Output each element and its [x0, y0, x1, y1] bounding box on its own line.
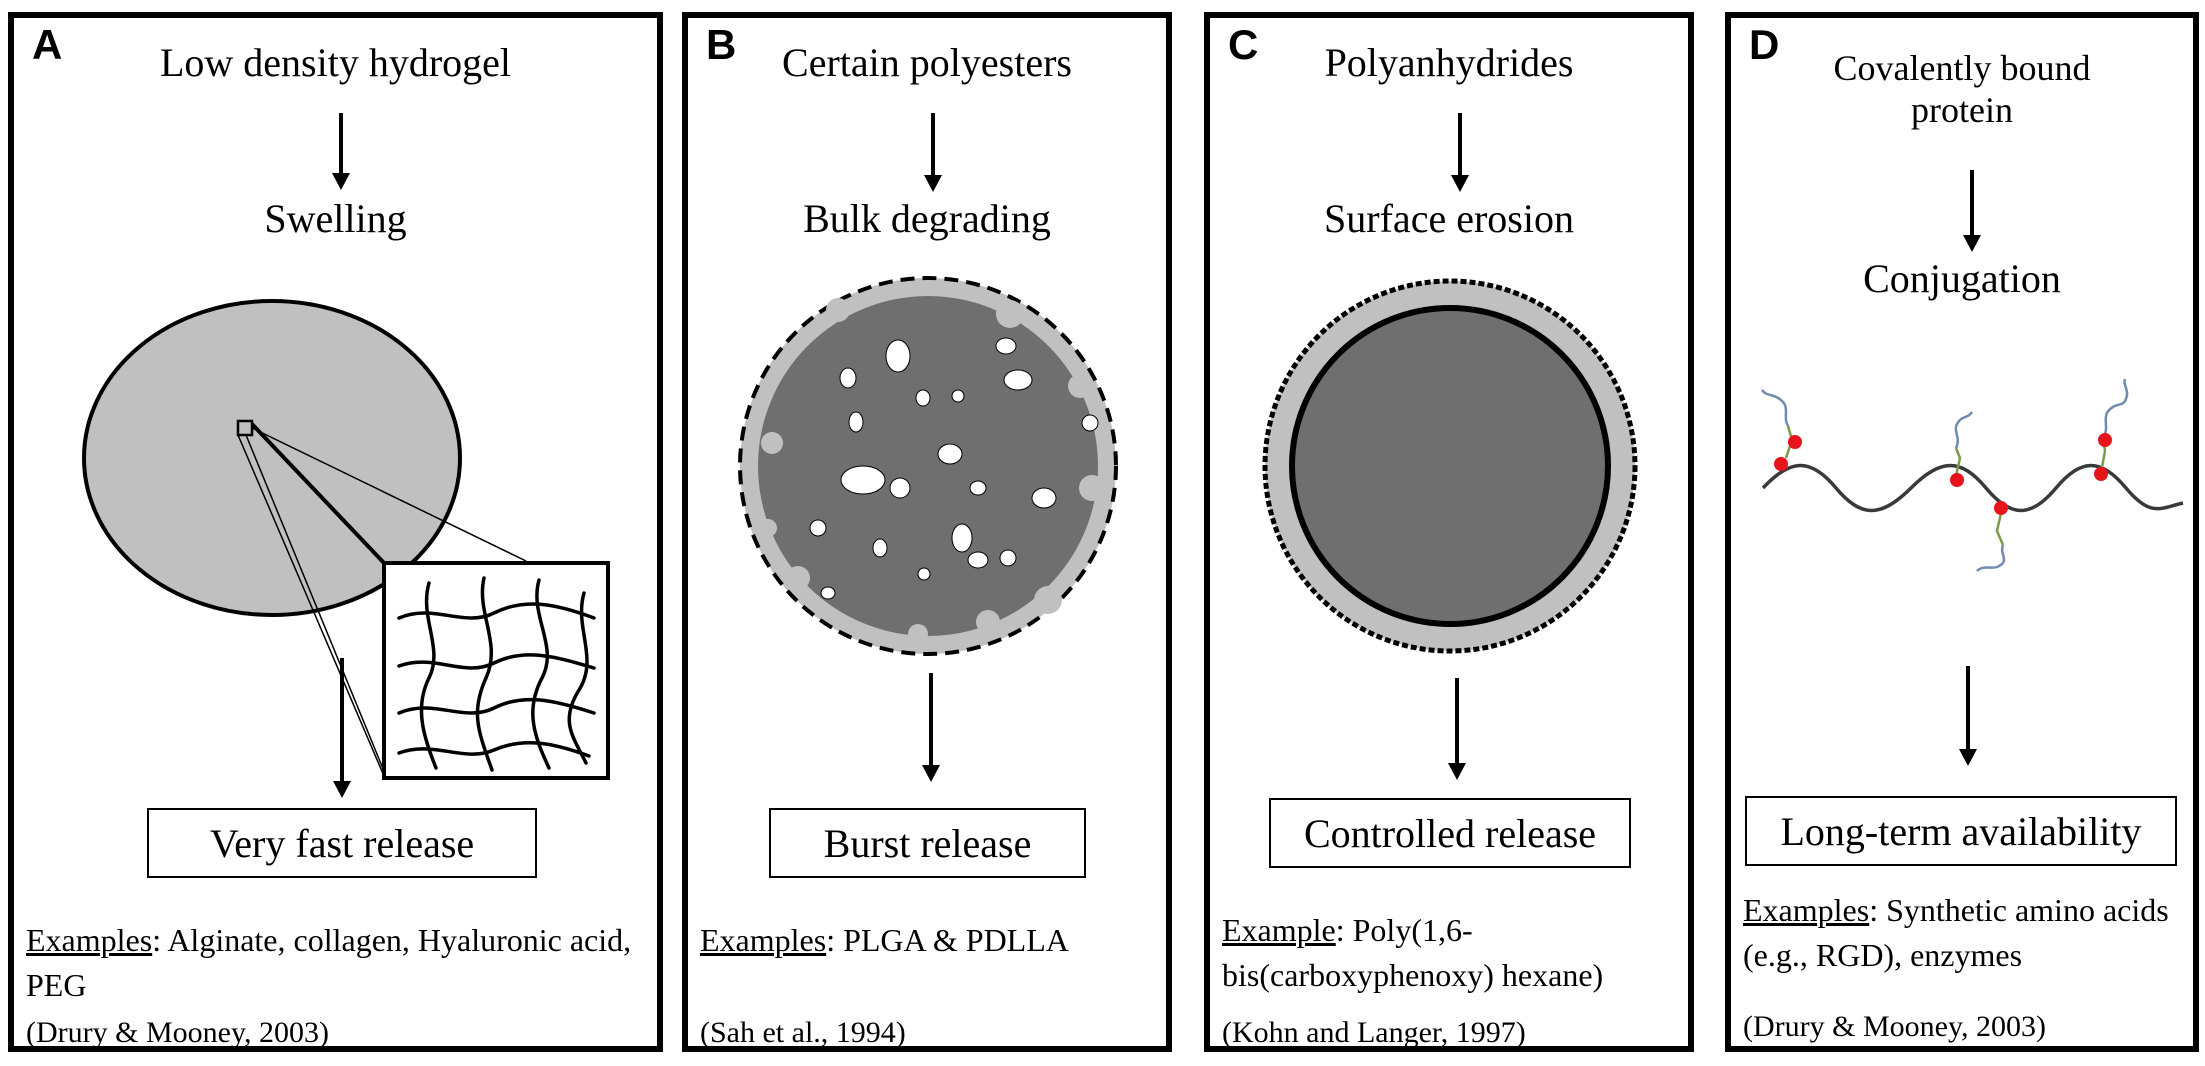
reference-a: (Drury & Mooney, 2003)	[26, 1016, 330, 1049]
panel-d-title-line1: Covalently bound	[1833, 48, 2091, 88]
panel-letter-d: D	[1749, 21, 1780, 68]
examples-label-d: Examples	[1743, 892, 1870, 928]
panel-a-step: Swelling	[264, 196, 407, 241]
hydrogel-sphere-diagram	[82, 299, 527, 777]
panel-c: C Polyanhydrides Surface erosion Control…	[1204, 12, 1694, 1052]
arrow-down-icon	[332, 113, 350, 190]
panel-b: B Certain polyesters Bulk degrading	[682, 12, 1172, 1052]
arrow-down-icon	[924, 113, 942, 192]
examples-label-a: Examples	[26, 922, 153, 958]
panel-letter-c: C	[1228, 21, 1259, 68]
arrow-down-icon	[333, 658, 351, 798]
panel-letter-a: A	[32, 21, 63, 68]
examples-label-c: Example	[1222, 912, 1336, 948]
panel-d: D Covalently bound protein Conjugation	[1725, 12, 2199, 1052]
panel-d-step: Conjugation	[1863, 256, 2061, 301]
panel-b-title: Certain polyesters	[782, 40, 1072, 85]
reference-d: (Drury & Mooney, 2003)	[1743, 1010, 2047, 1043]
panel-c-step: Surface erosion	[1324, 196, 1574, 241]
bulk-degrading-sphere-diagram	[738, 276, 1118, 656]
panel-letter-b: B	[706, 21, 737, 68]
examples-text-b: Examples: PLGA & PDLLA	[700, 918, 1154, 963]
examples-text-a: Examples: Alginate, collagen, Hyaluronic…	[26, 918, 645, 1008]
panel-d-title-line2: protein	[1911, 90, 2013, 130]
polymer-network-inset	[382, 561, 610, 780]
examples-list-c: : Poly(1,6-bis(carboxyphenoxy) hexane)	[1222, 912, 1604, 993]
panel-b-step: Bulk degrading	[803, 196, 1051, 241]
examples-list-b: : PLGA & PDLLA	[826, 922, 1069, 958]
surface-erosion-sphere-diagram	[1262, 278, 1638, 654]
arrow-down-icon	[1451, 113, 1469, 192]
reference-b: (Sah et al., 1994)	[700, 1016, 906, 1049]
protein-conjugation-diagram	[1760, 378, 2184, 572]
panel-a-title: Low density hydrogel	[159, 40, 512, 85]
arrow-down-icon	[1959, 666, 1977, 766]
outcome-box-d: Long-term availability	[1745, 796, 2177, 866]
examples-text-d: Examples: Synthetic amino acids (e.g., R…	[1743, 888, 2181, 978]
examples-label-b: Examples	[700, 922, 827, 958]
arrow-down-icon	[1963, 170, 1981, 252]
panel-a: A Low density hydrogel Swelling Very fas…	[8, 12, 663, 1052]
examples-list-d: : Synthetic amino acids (e.g., RGD), enz…	[1743, 892, 2169, 973]
reference-c: (Kohn and Langer, 1997)	[1222, 1016, 1526, 1049]
outcome-box-c: Controlled release	[1269, 798, 1631, 868]
outcome-box-b: Burst release	[769, 808, 1086, 878]
panel-c-title: Polyanhydrides	[1324, 40, 1574, 85]
arrow-down-icon	[922, 673, 940, 782]
arrow-down-icon	[1448, 678, 1466, 780]
outcome-box-a: Very fast release	[147, 808, 537, 878]
examples-list-a: : Alginate, collagen, Hyaluronic acid, P…	[26, 922, 632, 1003]
examples-text-c: Example: Poly(1,6-bis(carboxyphenoxy) he…	[1222, 908, 1676, 998]
